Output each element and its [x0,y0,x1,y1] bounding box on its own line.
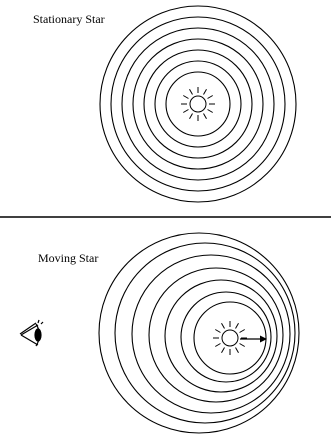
moving-wavefront [149,268,283,402]
sun-ray [240,330,245,333]
sun-ray [240,344,245,347]
sun-ray [236,348,239,353]
sun-ray [183,96,188,99]
moving-wavefront [115,243,295,423]
sun-ray [222,323,225,328]
sun-ray [222,348,225,353]
moving-wavefronts [99,233,299,433]
sun-ray [183,110,188,113]
moving-wavefront [99,233,299,433]
sun-ray [204,114,207,119]
eye-icon [20,320,43,346]
stationary-star-sun-icon [181,87,215,121]
sun-ray [208,96,213,99]
arrow-right-icon [240,336,267,343]
moving-star-sun-icon [213,321,247,355]
sun-ray [215,330,220,333]
sun-ray [190,89,193,94]
sun-ray [236,323,239,328]
sun-ray [215,344,220,347]
sun-ray [190,114,193,119]
sun-ray [208,110,213,113]
sun-ray [204,89,207,94]
